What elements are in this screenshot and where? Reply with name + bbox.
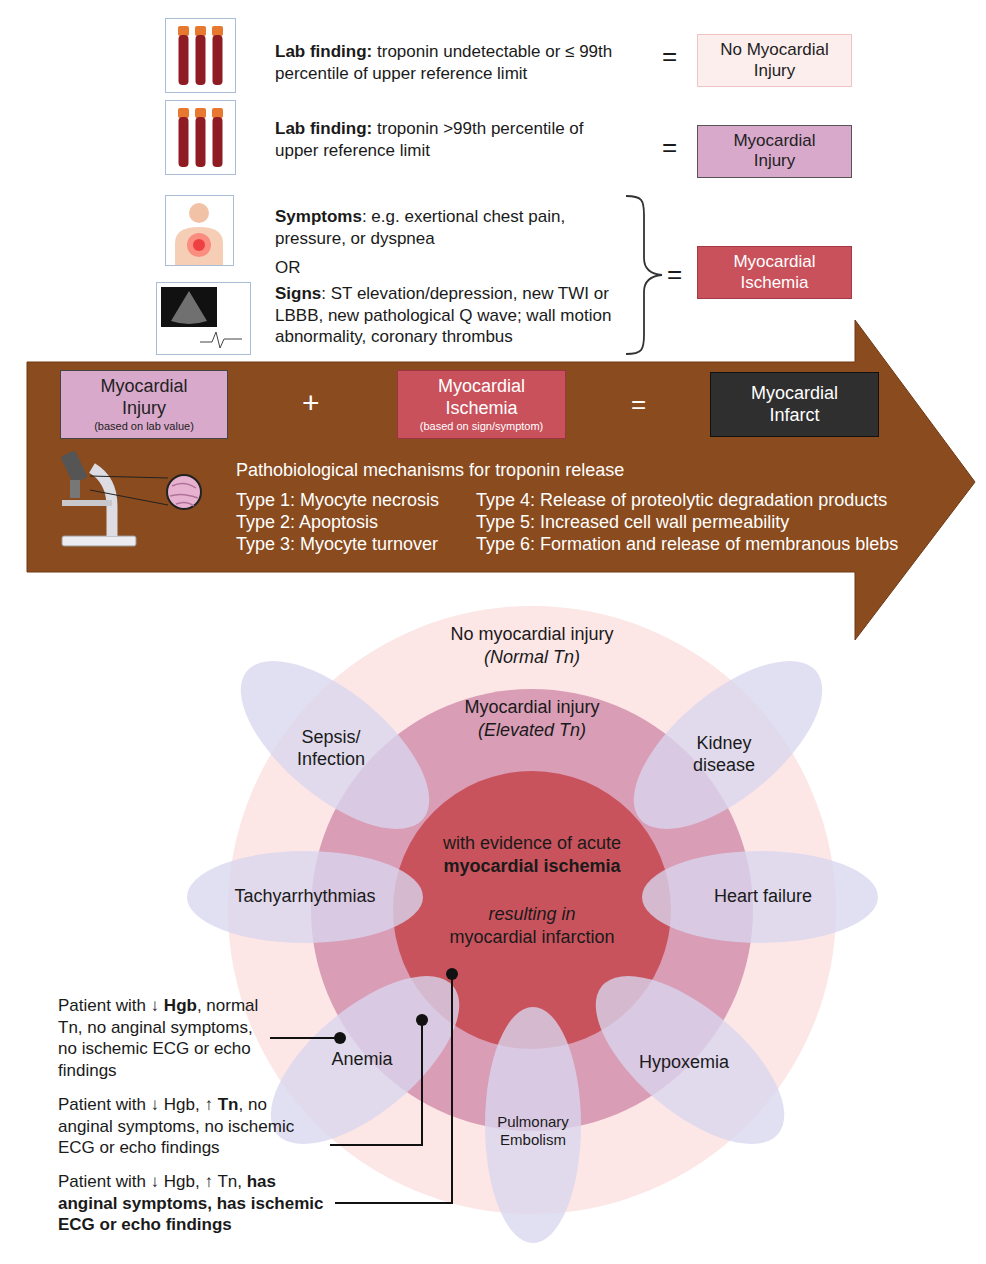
node-label: Myocardial Ischemia <box>715 252 835 293</box>
text-block: OR <box>275 257 301 279</box>
label-text: = <box>667 259 682 289</box>
text-block: = <box>631 388 646 421</box>
process-box: Myocardial Injury(based on lab value) <box>60 370 228 439</box>
petal-outline <box>642 851 878 943</box>
blood-tubes-icon <box>166 101 236 175</box>
node-label: Heart failure <box>683 886 843 908</box>
node-label: Type 5: Increased cell wall permeability <box>476 512 789 534</box>
process-box: Myocardial Infarct <box>710 372 879 437</box>
node-label: (Elevated Tn) <box>310 720 754 742</box>
node-label: (based on lab value) <box>94 420 194 433</box>
condition-petal: Anemia <box>246 941 484 1179</box>
label-text: Symptoms <box>275 207 362 226</box>
node-label: Myocardial injury <box>310 697 754 719</box>
node-label: Sepsis/ Infection <box>286 727 376 770</box>
node-label: Myocardial Ischemia <box>417 376 547 419</box>
condition-petal: Hypoxemia <box>571 941 809 1179</box>
label-text: Lab finding: <box>275 42 372 61</box>
node-label: (Normal Tn) <box>227 647 837 669</box>
node-label: No myocardial injury <box>227 624 837 646</box>
text-block: = <box>662 131 677 164</box>
text-block: = <box>667 258 682 291</box>
callout-dots <box>334 968 458 1044</box>
process-box: Myocardial Ischemia <box>697 246 852 299</box>
condition-petal: Tachyarrhythmias <box>183 775 427 1019</box>
node-label: Tachyarrhythmias <box>215 886 395 908</box>
arrow-outline <box>27 320 975 640</box>
petal-outline <box>568 946 811 1174</box>
text-block: + <box>302 384 320 422</box>
label-text: : ST elevation/depression, new TWI or LB… <box>275 284 611 346</box>
condition-petal: Kidney disease <box>609 626 847 864</box>
node-label: Pulmonary Embolism <box>488 1113 578 1149</box>
process-box: No Myocardial Injury <box>697 34 852 87</box>
node-label: resulting in <box>392 904 672 926</box>
text-block: = <box>662 40 677 73</box>
node-label: myocardial ischemia <box>392 856 672 878</box>
node-label: Pathobiological mechanisms for troponin … <box>236 460 624 482</box>
petal-outline <box>606 631 849 859</box>
text-block: Patient with ↓Hgb, normal Tn, no anginal… <box>58 995 263 1081</box>
label-text: = <box>631 389 646 419</box>
label-text: ↑ Tn <box>205 1095 239 1114</box>
label-text: OR <box>275 258 301 277</box>
text-block: Lab finding:troponin >99th percentile of… <box>275 118 625 161</box>
node-label: myocardial infarction <box>392 927 672 949</box>
process-box: Myocardial Injury <box>697 125 852 178</box>
condition-petal: Heart failure <box>638 775 882 1019</box>
node-label: Myocardial Injury <box>79 376 209 419</box>
node-label: Hypoxemia <box>629 1052 739 1074</box>
text-block: Patient with ↓ Hgb,↑ Tn, no anginal symp… <box>58 1094 323 1159</box>
node-label: Type 4: Release of proteolytic degradati… <box>476 490 887 512</box>
process-box: Myocardial Ischemia(based on sign/sympto… <box>397 370 566 439</box>
label-text: Patient with ↓ Hgb, <box>58 1095 200 1114</box>
label-text: Patient with ↓ <box>58 996 159 1015</box>
text-block: Signs: ST elevation/depression, new TWI … <box>275 283 620 348</box>
node-label: Type 6: Formation and release of membran… <box>476 534 898 556</box>
node-label: Type 1: Myocyte necrosis <box>236 490 439 512</box>
label-text: Lab finding: <box>275 119 372 138</box>
node-label: No Myocardial Injury <box>715 40 835 81</box>
petal-outline <box>213 631 456 859</box>
label-text: + <box>302 386 320 419</box>
label-text: Hgb <box>164 996 197 1015</box>
node-label: with evidence of acute <box>392 833 672 855</box>
blood-tubes-icon <box>166 19 236 93</box>
label-text: = <box>662 41 677 71</box>
node-label: Type 2: Apoptosis <box>236 512 378 534</box>
microscope-icon <box>60 450 201 546</box>
node-label: Type 3: Myocyte turnover <box>236 534 438 556</box>
petal-outline <box>243 946 486 1174</box>
petal-outline <box>485 1007 581 1243</box>
petal-outline <box>187 851 423 943</box>
echo-ecg-icon <box>157 283 251 355</box>
patient-icon <box>166 196 234 266</box>
curly-brace <box>626 196 662 354</box>
text-block: Symptoms: e.g. exertional chest pain, pr… <box>275 206 575 249</box>
node-label: Kidney disease <box>679 733 769 776</box>
text-block: Lab finding:troponin undetectable or ≤ 9… <box>275 41 625 84</box>
node-label: Myocardial Injury <box>715 131 835 172</box>
condition-petal: Sepsis/ Infection <box>216 626 454 864</box>
leader-lines <box>270 975 452 1203</box>
label-text: Patient with ↓ Hgb, ↑ Tn, <box>58 1172 242 1191</box>
text-block: Patient with ↓ Hgb, ↑ Tn,has anginal sym… <box>58 1171 328 1236</box>
label-text: = <box>662 132 677 162</box>
label-text: Signs <box>275 284 321 303</box>
node-label: Anemia <box>312 1049 412 1071</box>
node-label: (based on sign/symptom) <box>420 420 544 433</box>
arrow-band: Pathobiological mechanisms for troponin … <box>27 320 975 640</box>
node-label: Myocardial Infarct <box>735 383 855 426</box>
